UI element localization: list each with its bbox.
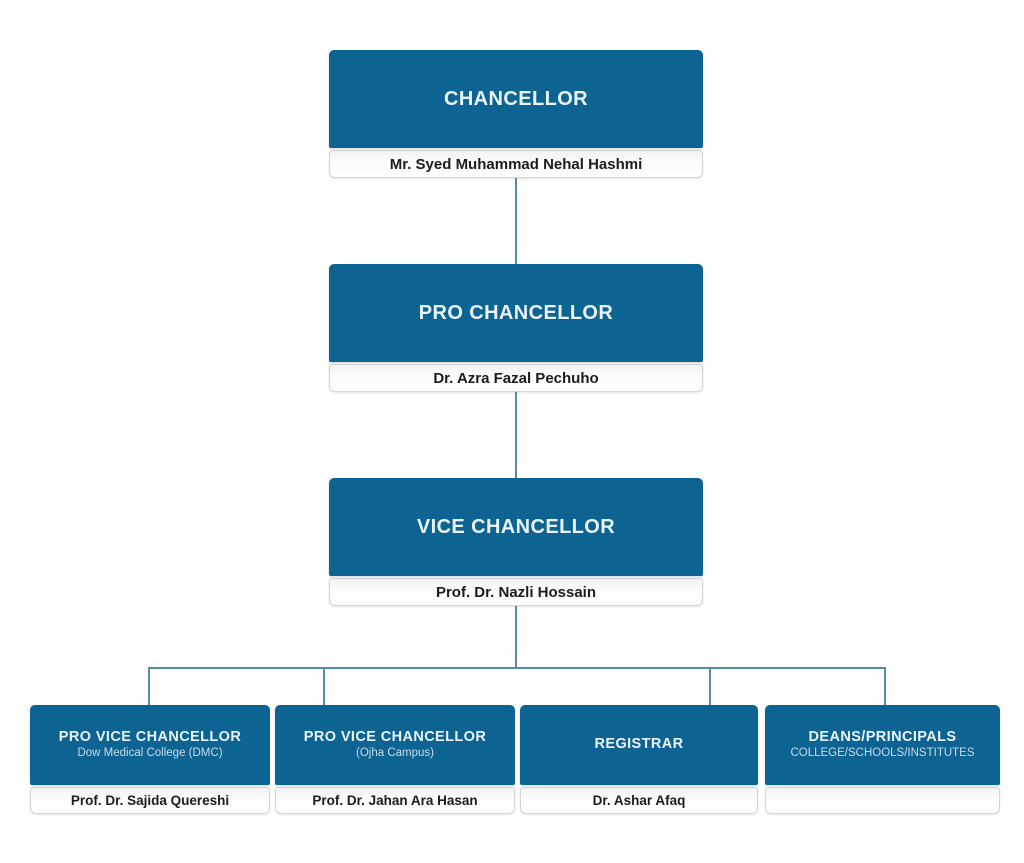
node-vice-chancellor-name: Prof. Dr. Nazli Hossain <box>329 578 703 606</box>
node-deans-principals[interactable]: DEANS/PRINCIPALS COLLEGE/SCHOOLS/INSTITU… <box>765 705 1000 814</box>
connector-vice-chancellor-stem <box>515 605 517 669</box>
node-registrar-header: REGISTRAR <box>520 705 758 785</box>
node-chancellor-name: Mr. Syed Muhammad Nehal Hashmi <box>329 150 703 178</box>
node-deans-principals-name <box>765 787 1000 814</box>
connector-chancellor-to-pro-chancellor <box>515 177 517 264</box>
connector-drop-pvc-dmc <box>148 667 150 707</box>
node-pro-vice-chancellor-dmc-header: PRO VICE CHANCELLOR Dow Medical College … <box>30 705 270 785</box>
node-vice-chancellor-header: VICE CHANCELLOR <box>329 478 703 576</box>
node-chancellor-header: CHANCELLOR <box>329 50 703 148</box>
node-pro-chancellor-title: PRO CHANCELLOR <box>418 301 614 324</box>
node-pro-vice-chancellor-ojha-title: PRO VICE CHANCELLOR <box>303 729 487 746</box>
connector-drop-pvc-ojha <box>323 667 325 707</box>
node-registrar[interactable]: REGISTRAR Dr. Ashar Afaq <box>520 705 758 814</box>
node-pro-vice-chancellor-dmc-title: PRO VICE CHANCELLOR <box>58 729 242 746</box>
node-vice-chancellor[interactable]: VICE CHANCELLOR Prof. Dr. Nazli Hossain <box>329 478 703 606</box>
node-pro-vice-chancellor-dmc-name: Prof. Dr. Sajida Quereshi <box>30 787 270 814</box>
connector-horizontal-bus <box>148 667 886 669</box>
node-pro-vice-chancellor-ojha-header: PRO VICE CHANCELLOR (Ojha Campus) <box>275 705 515 785</box>
node-vice-chancellor-title: VICE CHANCELLOR <box>416 515 616 538</box>
node-pro-chancellor[interactable]: PRO CHANCELLOR Dr. Azra Fazal Pechuho <box>329 264 703 392</box>
node-deans-principals-subtitle: COLLEGE/SCHOOLS/INSTITUTES <box>790 746 975 759</box>
connector-drop-deans <box>884 667 886 707</box>
node-deans-principals-title: DEANS/PRINCIPALS <box>808 729 957 746</box>
node-pro-vice-chancellor-dmc-subtitle: Dow Medical College (DMC) <box>77 746 223 759</box>
node-pro-vice-chancellor-dmc[interactable]: PRO VICE CHANCELLOR Dow Medical College … <box>30 705 270 814</box>
node-pro-vice-chancellor-ojha[interactable]: PRO VICE CHANCELLOR (Ojha Campus) Prof. … <box>275 705 515 814</box>
connector-drop-registrar <box>709 667 711 707</box>
node-pro-vice-chancellor-ojha-subtitle: (Ojha Campus) <box>356 746 434 759</box>
node-deans-principals-header: DEANS/PRINCIPALS COLLEGE/SCHOOLS/INSTITU… <box>765 705 1000 785</box>
node-registrar-name: Dr. Ashar Afaq <box>520 787 758 814</box>
node-registrar-title: REGISTRAR <box>594 736 684 753</box>
node-chancellor-title: CHANCELLOR <box>444 87 588 110</box>
node-chancellor[interactable]: CHANCELLOR Mr. Syed Muhammad Nehal Hashm… <box>329 50 703 178</box>
connector-pro-chancellor-to-vice-chancellor <box>515 391 517 478</box>
node-pro-chancellor-name: Dr. Azra Fazal Pechuho <box>329 364 703 392</box>
node-pro-vice-chancellor-ojha-name: Prof. Dr. Jahan Ara Hasan <box>275 787 515 814</box>
node-pro-chancellor-header: PRO CHANCELLOR <box>329 264 703 362</box>
